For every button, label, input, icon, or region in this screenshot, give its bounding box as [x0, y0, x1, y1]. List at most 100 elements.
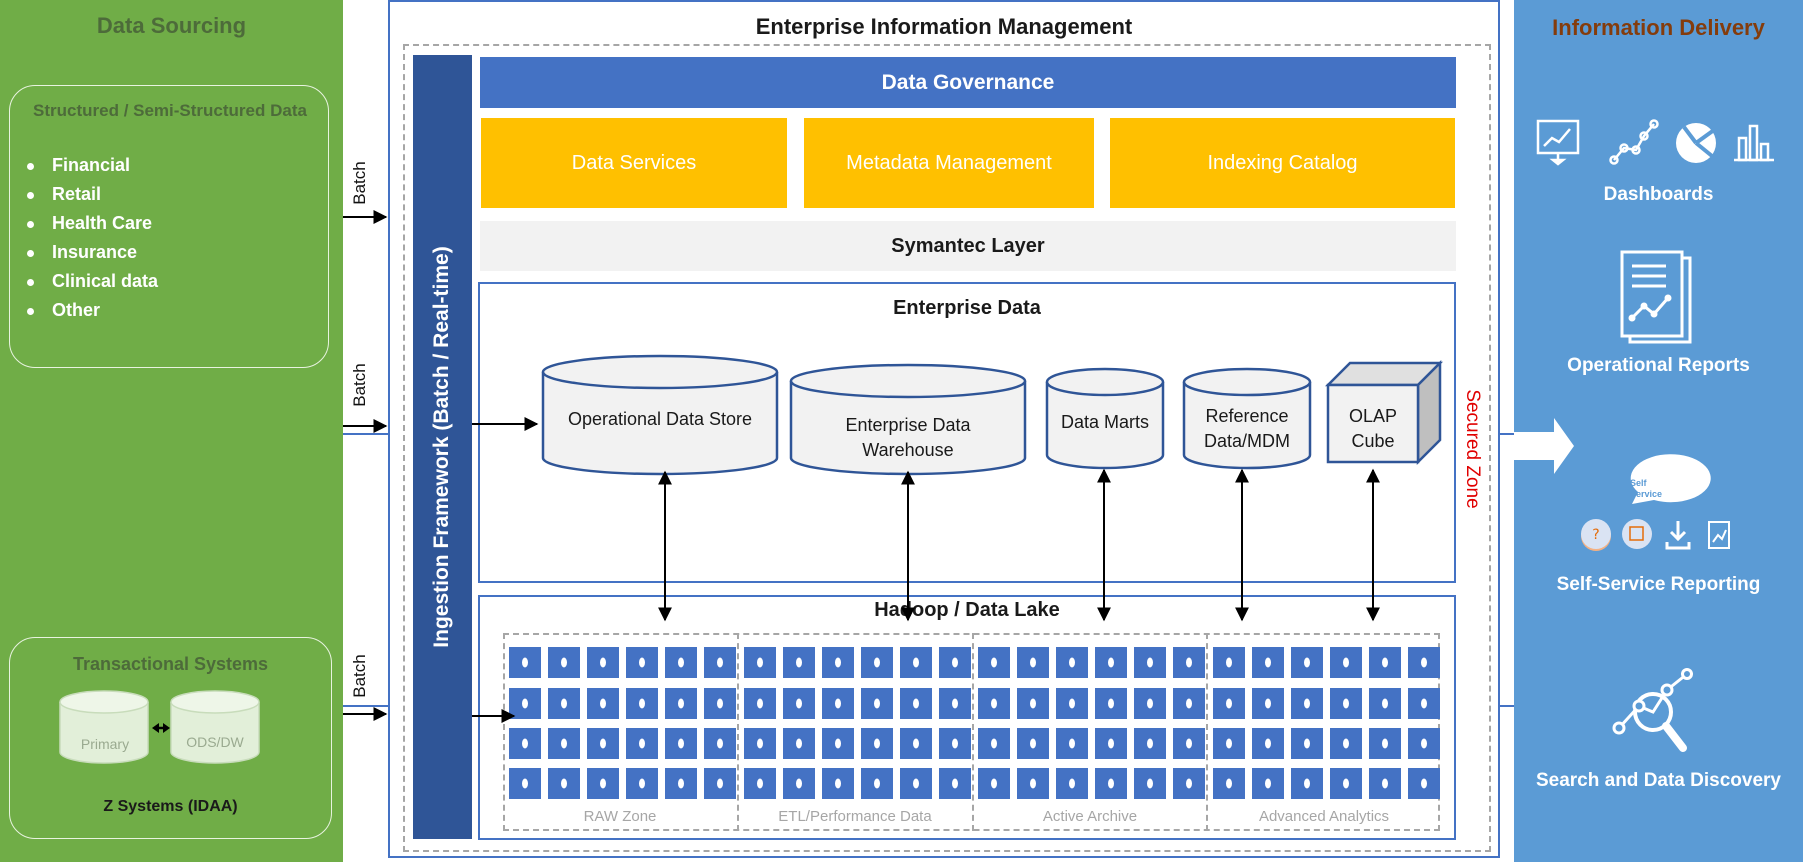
data-lake-node	[1330, 688, 1362, 719]
data-lake-node	[1330, 647, 1362, 678]
zone-divider	[972, 633, 974, 831]
pie-chart-icon	[1676, 123, 1716, 163]
data-services-box: Data Services	[481, 118, 787, 208]
arrow-right-icon	[1514, 418, 1574, 474]
olap-cube	[1324, 359, 1444, 466]
source-item: Other	[10, 296, 310, 325]
data-lake-node	[978, 768, 1010, 799]
data-lake-node	[1173, 647, 1205, 678]
search-network-icon	[1612, 668, 1693, 752]
data-lake-node	[1056, 768, 1088, 799]
data-lake-node	[1017, 728, 1049, 759]
data-lake-node	[861, 647, 893, 678]
data-lake-node	[548, 728, 580, 759]
self-service-tools-icons: ?	[1581, 519, 1730, 551]
data-lake-node	[1017, 647, 1049, 678]
data-lake-node	[978, 647, 1010, 678]
source-item: Insurance	[10, 238, 310, 267]
data-lake-node	[1291, 647, 1323, 678]
data-lake-node	[1017, 688, 1049, 719]
data-lake-node	[587, 768, 619, 799]
data-lake-node	[1134, 688, 1166, 719]
data-lake-node	[548, 647, 580, 678]
z-systems-label: Z Systems (IDAA)	[103, 798, 238, 815]
data-lake-node	[1369, 768, 1401, 799]
data-marts-label: Data Marts	[1060, 412, 1150, 432]
eim-title: Enterprise Information Management	[755, 14, 1133, 39]
report-small-icon	[1708, 521, 1730, 549]
data-lake-node	[548, 768, 580, 799]
question-bubble-icon: ?	[1581, 519, 1611, 551]
self-service-label: Self-Service Reporting	[1556, 574, 1761, 595]
ods-dw-label: ODS/DW	[186, 734, 244, 750]
data-lake-node	[587, 647, 619, 678]
data-lake-node	[783, 688, 815, 719]
data-lake-node	[1134, 647, 1166, 678]
data-lake-node	[783, 768, 815, 799]
zone-divider	[1206, 633, 1208, 831]
data-lake-node	[1330, 768, 1362, 799]
data-lake-node	[1408, 768, 1440, 799]
data-lake-node	[939, 688, 971, 719]
information-delivery-panel: Information Delivery Dashboards	[1514, 0, 1803, 862]
enterprise-data-title: Enterprise Data	[893, 297, 1041, 319]
data-lake-node	[1291, 768, 1323, 799]
source-item: Health Care	[10, 209, 310, 238]
data-lake-node	[587, 728, 619, 759]
data-lake-node	[939, 647, 971, 678]
data-sourcing-title: Data Sourcing	[96, 13, 247, 38]
data-lake-node	[626, 768, 658, 799]
analytics-zone-label: Advanced Analytics	[1258, 808, 1390, 825]
eim-frame	[388, 0, 1500, 858]
data-lake-node	[1056, 688, 1088, 719]
data-lake-node	[1291, 688, 1323, 719]
data-lake-node	[1095, 768, 1127, 799]
data-lake-node	[665, 688, 697, 719]
data-lake-node	[1134, 768, 1166, 799]
data-lake-node	[509, 647, 541, 678]
data-lake-node	[626, 728, 658, 759]
indexing-catalog-box: Indexing Catalog	[1110, 118, 1455, 208]
data-lake-title: Hadoop / Data Lake	[874, 599, 1060, 621]
data-lake-node	[704, 728, 736, 759]
square-bubble-icon	[1622, 519, 1652, 549]
data-lake-node	[704, 768, 736, 799]
data-lake-node	[1330, 728, 1362, 759]
data-lake-node	[1213, 728, 1245, 759]
data-marts-cylinder	[1045, 367, 1165, 470]
data-lake-node	[900, 688, 932, 719]
semantic-layer-bar: Symantec Layer	[480, 221, 1456, 271]
monitor-chart-icon	[1536, 119, 1580, 166]
data-lake-node	[861, 768, 893, 799]
data-lake-node	[626, 647, 658, 678]
source-item: Financial	[10, 151, 310, 180]
data-lake-node	[978, 688, 1010, 719]
data-lake-node	[1017, 768, 1049, 799]
line-graph-icon	[1609, 119, 1659, 165]
data-lake-node	[939, 728, 971, 759]
operational-reports-label: Operational Reports	[1567, 355, 1750, 376]
data-lake-node	[744, 728, 776, 759]
data-lake-node	[900, 768, 932, 799]
data-lake-node	[1369, 728, 1401, 759]
data-lake-node	[1173, 728, 1205, 759]
archive-zone-label: Active Archive	[1042, 808, 1138, 825]
data-lake-node	[704, 647, 736, 678]
data-lake-node	[861, 728, 893, 759]
data-lake-node	[822, 728, 854, 759]
data-lake-node	[783, 647, 815, 678]
data-lake-node	[1173, 768, 1205, 799]
data-lake-node	[1252, 647, 1284, 678]
data-lake-node	[1252, 728, 1284, 759]
data-lake-node	[1252, 688, 1284, 719]
dashboard-icons	[1536, 119, 1774, 166]
data-sourcing-panel: Data Sourcing Structured / Semi-Structur…	[0, 0, 343, 862]
source-item: Retail	[10, 180, 310, 209]
data-lake-node	[1213, 647, 1245, 678]
data-lake-node	[978, 728, 1010, 759]
data-lake-node	[1408, 688, 1440, 719]
